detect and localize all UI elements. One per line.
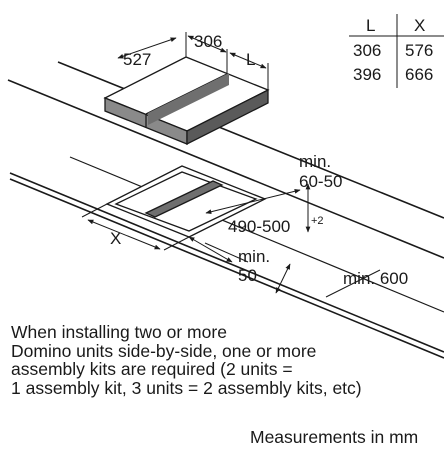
cutout-dimension-lines — [81, 183, 381, 298]
note-line-4: 1 assembly kit, 3 units = 2 assembly kit… — [11, 377, 362, 398]
worktop-upper — [7, 61, 444, 259]
label-cutout-depth-tolerance: +2 — [311, 215, 324, 227]
label-cutout-depth: 490-500 — [228, 217, 290, 236]
worktop-lower — [9, 156, 444, 359]
note-line-1: When installing two or more — [11, 322, 227, 342]
table-header-x: X — [414, 16, 425, 35]
hob-dimension-lines — [117, 32, 269, 90]
hob-unit — [103, 56, 270, 146]
label-worktop-thickness: 60-50 — [299, 172, 342, 191]
units-label: Measurements in mm — [250, 427, 419, 447]
worktop-cutout — [105, 165, 267, 238]
installation-note: When installing two or more Domino units… — [11, 323, 444, 397]
table-cell-x-2: 666 — [405, 65, 433, 84]
label-depth-527: 527 — [123, 50, 151, 69]
note-line-3: assembly kits are required (2 units = — [11, 359, 293, 379]
table-cell-l-2: 396 — [353, 65, 381, 84]
note-line-2: Domino units side-by-side, one or more — [11, 340, 317, 361]
label-worktop-min: min. — [299, 152, 331, 171]
label-front-gap-min: min. — [238, 247, 270, 266]
label-wall-gap: min. 600 — [343, 269, 408, 288]
table-cell-x-1: 576 — [405, 41, 433, 60]
label-width-306: 306 — [194, 32, 222, 51]
label-length-l: L — [246, 50, 255, 69]
label-cutout-width-x: X — [110, 229, 121, 248]
table-header-l: L — [366, 16, 375, 35]
dimension-table: L X 306 576 396 666 — [349, 14, 444, 88]
table-cell-l-1: 306 — [353, 41, 381, 60]
label-front-gap: 50 — [238, 266, 257, 285]
